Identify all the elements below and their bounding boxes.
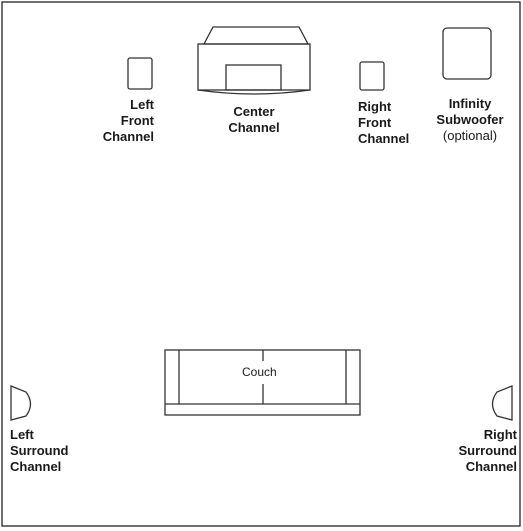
left-front-line3: Channel <box>102 129 154 144</box>
subwoofer <box>442 27 492 80</box>
right-front-line1: Right <box>358 99 392 114</box>
subwoofer-label: Infinity Subwoofer (optional) <box>428 96 512 144</box>
center-speaker <box>197 26 311 95</box>
left-surround-label: Left Surround Channel <box>10 427 90 475</box>
right-surround-line2: Surround <box>458 443 518 458</box>
left-surround-speaker <box>10 385 32 421</box>
left-front-label: Left Front Channel <box>82 97 154 145</box>
right-surround-label: Right Surround Channel <box>432 427 518 475</box>
right-front-speaker <box>359 61 385 91</box>
right-front-line2: Front <box>358 115 392 130</box>
right-front-line3: Channel <box>358 131 410 146</box>
right-surround-line3: Channel <box>465 459 517 474</box>
couch-label: Couch <box>242 365 277 379</box>
couch <box>164 349 361 416</box>
subwoofer-line2: Subwoofer <box>436 112 504 127</box>
left-front-line2: Front <box>120 113 154 128</box>
right-surround-speaker <box>491 385 513 421</box>
subwoofer-line1: Infinity <box>448 96 492 111</box>
left-surround-line2: Surround <box>10 443 69 458</box>
center-channel-label: Center Channel <box>214 104 294 136</box>
left-front-line1: Left <box>130 97 154 112</box>
left-surround-line3: Channel <box>10 459 62 474</box>
right-surround-line1: Right <box>483 427 517 442</box>
center-line2: Channel <box>228 120 280 135</box>
center-line1: Center <box>233 104 275 119</box>
left-surround-line1: Left <box>10 427 34 442</box>
left-front-speaker <box>127 57 153 90</box>
right-front-label: Right Front Channel <box>358 99 430 147</box>
subwoofer-line3: (optional) <box>442 128 498 143</box>
